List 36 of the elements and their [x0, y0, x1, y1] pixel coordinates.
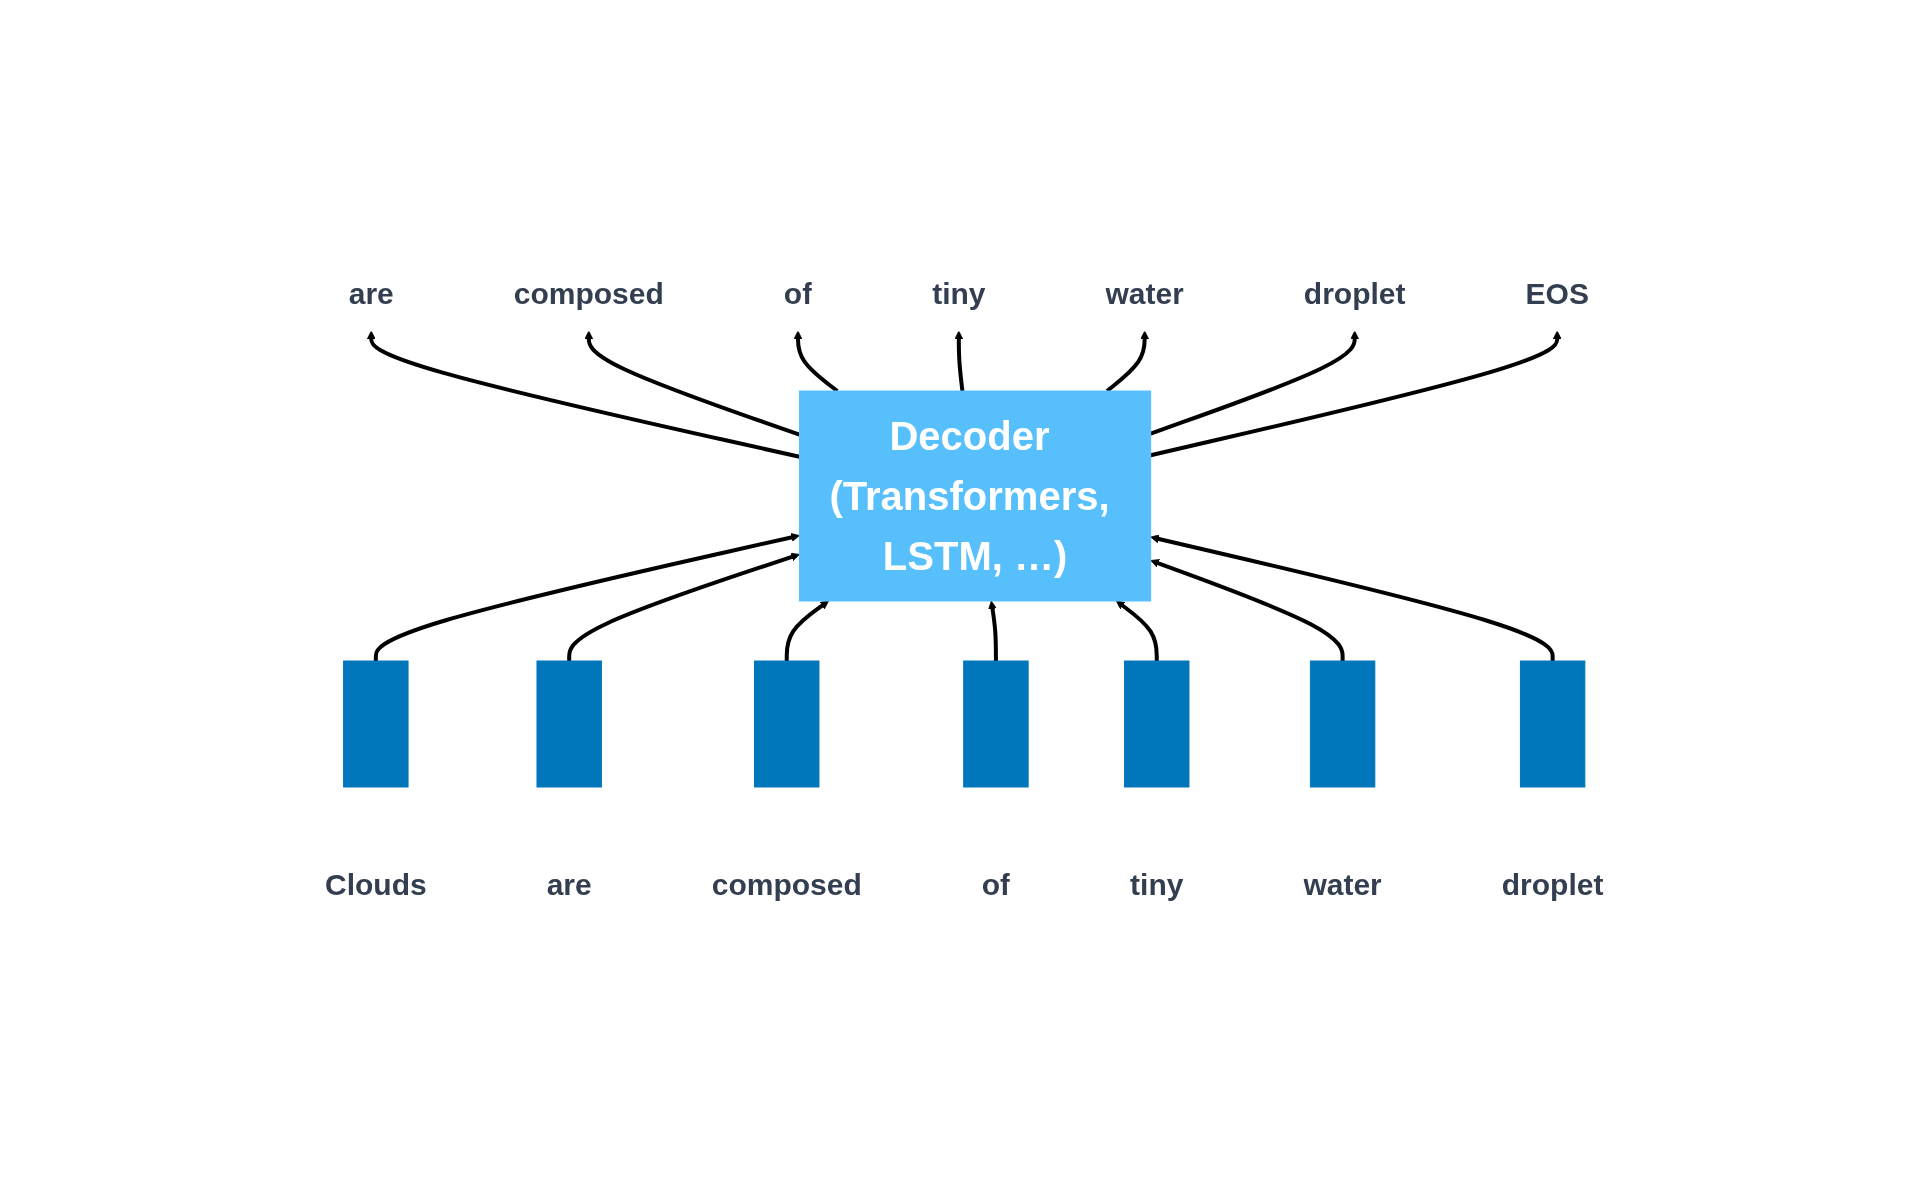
node-text: are	[348, 277, 394, 310]
node-text: EOS	[1525, 277, 1589, 310]
arrow	[1150, 534, 1555, 661]
node-bar	[753, 660, 820, 788]
arrow	[1149, 330, 1359, 436]
arrow	[1115, 600, 1159, 661]
node-bar	[1309, 660, 1376, 788]
node-text: water	[1105, 277, 1184, 310]
arrow	[1105, 330, 1149, 393]
arrow	[987, 600, 998, 661]
node-label: composed	[711, 868, 862, 901]
node-text: droplet	[1303, 277, 1406, 310]
arrow	[1150, 330, 1562, 458]
arrow	[793, 330, 839, 393]
arrow	[373, 533, 800, 661]
node-text: composed	[513, 277, 664, 310]
node-label: of	[981, 868, 1010, 901]
arrow	[584, 330, 800, 437]
arrow	[784, 600, 829, 661]
arrow	[566, 552, 800, 661]
node-label: water	[1303, 868, 1382, 901]
node-label: tiny	[1129, 868, 1184, 901]
node-label: Clouds	[324, 868, 427, 901]
arrow	[954, 330, 965, 392]
node-label: droplet	[1501, 868, 1604, 901]
node-bar	[1123, 660, 1190, 788]
arrow	[366, 330, 800, 459]
node-bar	[962, 660, 1029, 788]
arrow	[1150, 559, 1345, 661]
node-bar	[342, 660, 409, 788]
node-bar	[536, 660, 602, 788]
node-text: tiny	[931, 277, 986, 310]
node-text: of	[783, 277, 812, 310]
node-label: are	[546, 868, 592, 901]
node-box: Decoder (Transformers, LSTM, …)	[798, 390, 1151, 602]
node-bar	[1519, 660, 1586, 788]
